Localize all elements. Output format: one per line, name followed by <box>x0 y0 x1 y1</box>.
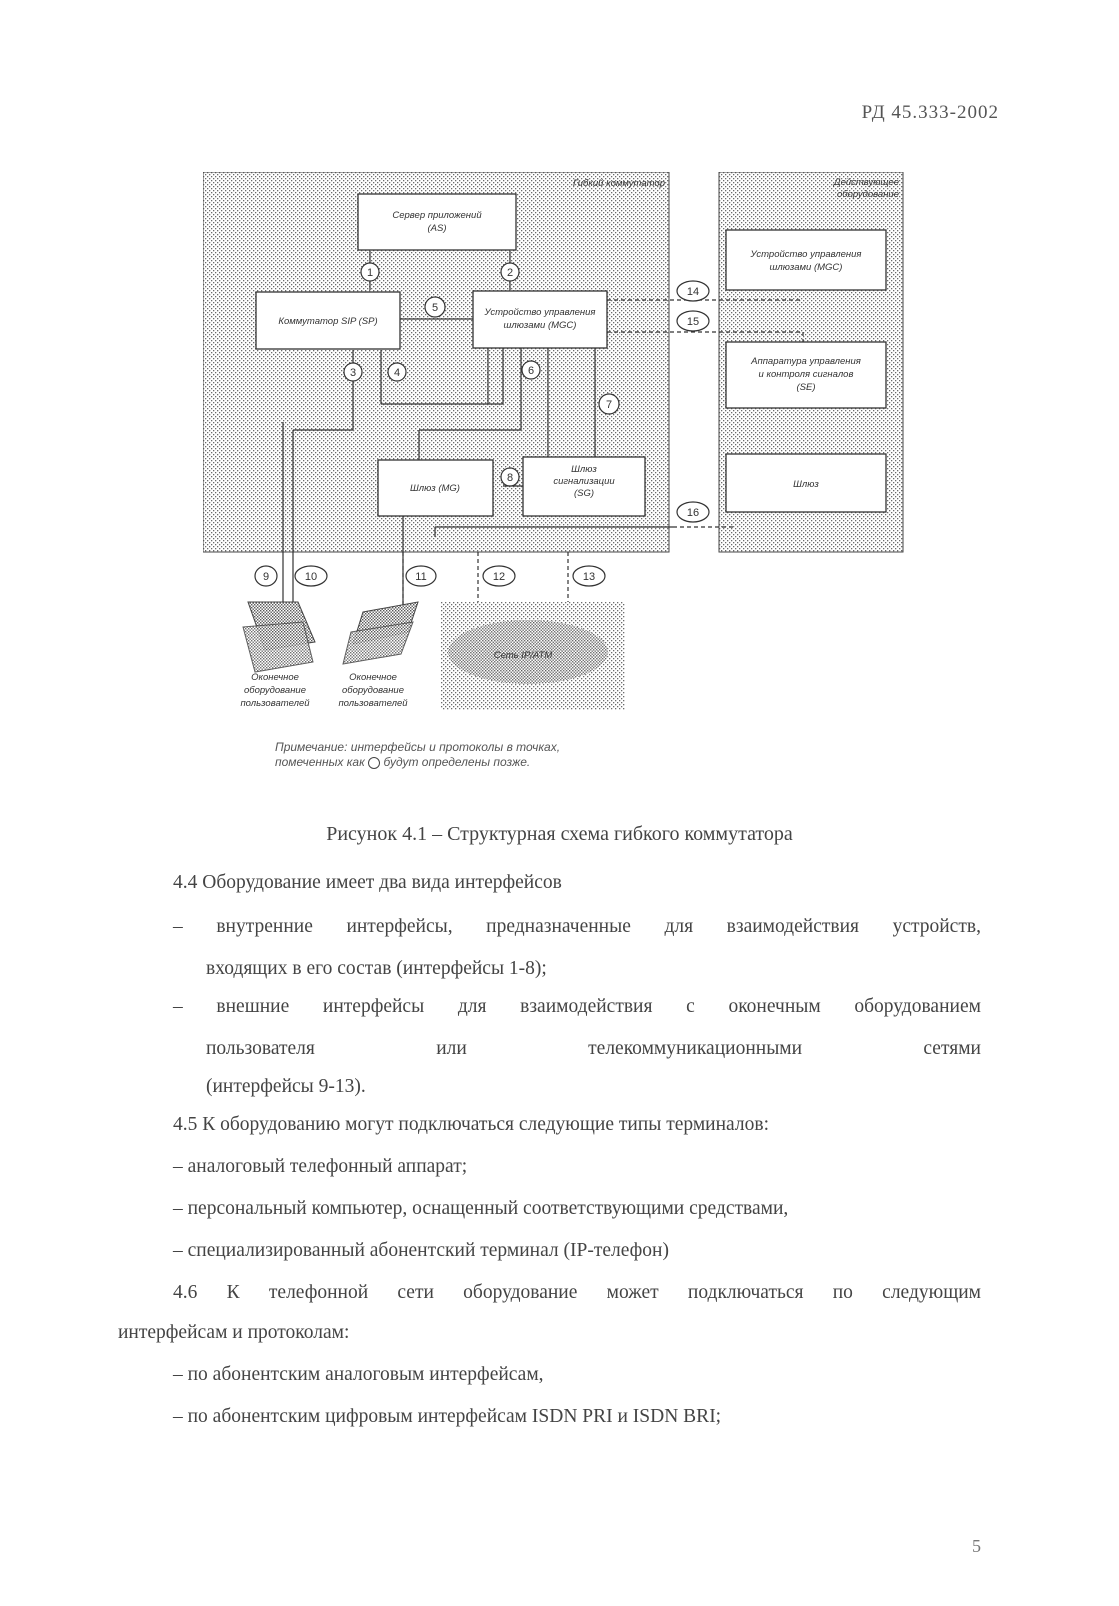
app-server-label-1: Сервер приложений <box>392 210 482 221</box>
interface-marker-11: 11 <box>405 565 437 587</box>
terminal-2-label-1: Оконечное <box>349 672 397 683</box>
svg-text:16: 16 <box>687 507 699 519</box>
mgc-main-box <box>472 290 608 349</box>
interface-marker-16: 16 <box>676 501 710 523</box>
terminal-2-label-2: оборудование <box>342 685 404 696</box>
svg-text:8: 8 <box>507 472 513 484</box>
terminal-item-3: – специализированный абонентский термина… <box>173 1240 669 1261</box>
terminal-1-label-2: оборудование <box>244 685 306 696</box>
structure-diagram: Гибкий коммутатор Действующее оборудован… <box>203 172 913 772</box>
existing-equipment-label-1: Действующее <box>833 177 899 188</box>
interface-marker-13: 13 <box>572 565 606 587</box>
signal-equipment-label-2: и контроля сигналов <box>759 369 854 380</box>
para-4-6-line-2: интерфейсам и протоколам: <box>118 1322 350 1343</box>
terminal-equipment-icon-1 <box>242 601 316 673</box>
para-4-5: 4.5 К оборудованию могут подключаться сл… <box>173 1114 769 1135</box>
sip-proxy-label: Коммутатор SIP (SP) <box>278 316 377 327</box>
mgc-ext-label-1: Устройство управления <box>749 249 861 260</box>
figure-note: Примечание: интерфейсы и протоколы в точ… <box>275 740 560 770</box>
svg-text:4: 4 <box>394 367 400 379</box>
terminal-1-label-3: пользователей <box>240 698 310 709</box>
terminal-item-2: – персональный компьютер, оснащенный соо… <box>173 1198 789 1219</box>
terminal-item-1: – аналоговый телефонный аппарат; <box>173 1156 468 1177</box>
interface-marker-9: 9 <box>254 565 278 587</box>
interface-marker-10: 10 <box>294 565 328 587</box>
sg-label-3: (SG) <box>574 488 594 499</box>
sg-label-1: Шлюз <box>571 464 597 475</box>
mg-box <box>377 459 494 517</box>
gateway-ext-box <box>725 453 887 513</box>
ip-network-label: Сеть IP/ATM <box>494 650 553 661</box>
mgc-ext-label-2: шлюзами (MGC) <box>770 262 843 273</box>
terminal-equipment-icon-2 <box>342 601 419 665</box>
interface-item-1: – по абонентским аналоговым интерфейсам, <box>173 1364 544 1385</box>
app-server-box <box>357 193 517 251</box>
sip-proxy-box <box>255 291 401 350</box>
sg-box <box>522 456 646 517</box>
sg-label-2: сигнализации <box>553 476 615 487</box>
svg-text:1: 1 <box>367 267 373 279</box>
svg-text:9: 9 <box>263 571 269 583</box>
interface-marker-2: 2 <box>500 262 520 282</box>
mgc-main-label-2: шлюзами (MGC) <box>504 320 577 331</box>
svg-text:13: 13 <box>583 571 595 583</box>
signal-equipment-label-1: Аппаратура управления <box>750 356 861 367</box>
mg-label: Шлюз (MG) <box>410 483 460 494</box>
gateway-ext-label: Шлюз <box>793 479 819 490</box>
mgc-main-label-1: Устройство управления <box>483 307 595 318</box>
interface-marker-6: 6 <box>521 360 541 380</box>
interface-marker-5: 5 <box>424 296 446 318</box>
bullet-external-line-3: (интерфейсы 9-13). <box>206 1076 366 1097</box>
existing-equipment-label-2: оборудование <box>837 189 899 200</box>
signal-equipment-box <box>725 341 887 409</box>
svg-text:3: 3 <box>350 367 356 379</box>
figure-note-line-1: Примечание: интерфейсы и протоколы в точ… <box>275 740 561 754</box>
diagram-svg: Гибкий коммутатор Действующее оборудован… <box>203 172 904 710</box>
interface-marker-14: 14 <box>676 280 710 302</box>
svg-text:15: 15 <box>687 316 699 328</box>
mgc-ext-box <box>725 229 887 291</box>
svg-text:11: 11 <box>415 571 426 583</box>
interface-marker-7: 7 <box>598 393 620 415</box>
svg-text:12: 12 <box>493 571 505 583</box>
interface-marker-4: 4 <box>387 362 407 382</box>
figure-note-line-2a: помеченных как <box>275 755 365 769</box>
svg-text:10: 10 <box>305 571 317 583</box>
interface-marker-1: 1 <box>360 262 380 282</box>
svg-text:5: 5 <box>432 302 438 314</box>
svg-text:7: 7 <box>606 399 612 411</box>
note-marker-icon <box>368 756 381 769</box>
figure-note-line-2b: будут определены позже. <box>383 755 531 769</box>
signal-equipment-label-3: (SE) <box>797 382 816 393</box>
svg-text:2: 2 <box>507 267 513 279</box>
interface-marker-3: 3 <box>343 362 363 382</box>
terminal-2-label-3: пользователей <box>338 698 408 709</box>
document-code: РД 45.333-2002 <box>861 102 999 123</box>
softswitch-label: Гибкий коммутатор <box>573 178 665 189</box>
page-number: 5 <box>972 1536 981 1556</box>
para-4-4: 4.4 Оборудование имеет два вида интерфей… <box>173 872 562 893</box>
interface-marker-12: 12 <box>482 565 516 587</box>
interface-marker-15: 15 <box>676 310 710 332</box>
bullet-internal-line-2: входящих в его состав (интерфейсы 1-8); <box>206 958 547 979</box>
app-server-label-2: (AS) <box>428 223 447 234</box>
figure-caption: Рисунок 4.1 – Структурная схема гибкого … <box>326 823 793 845</box>
terminal-1-label-1: Оконечное <box>251 672 299 683</box>
interface-marker-8: 8 <box>500 467 520 487</box>
svg-text:6: 6 <box>528 365 534 377</box>
svg-text:14: 14 <box>687 286 699 298</box>
interface-item-2: – по абонентским цифровым интерфейсам IS… <box>173 1406 722 1427</box>
